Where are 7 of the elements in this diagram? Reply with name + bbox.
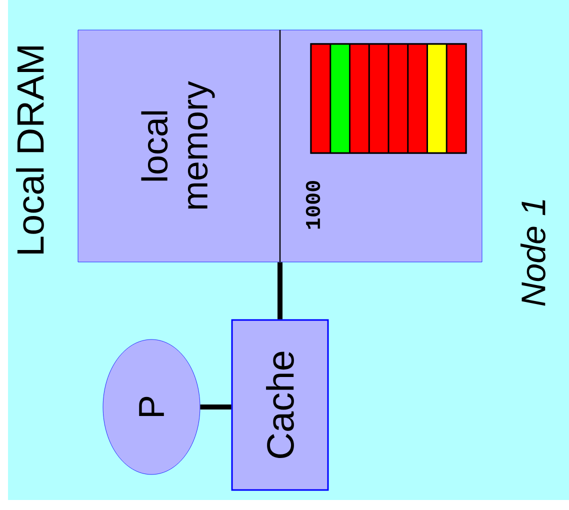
address-label: 1000: [306, 181, 320, 229]
memory-bar: [310, 43, 467, 154]
connector-line: [200, 404, 232, 410]
memory-label: Local DRAM: [16, 46, 44, 254]
node-label: Node 1: [520, 200, 546, 306]
connector-line: [278, 262, 282, 320]
cache-box: Cache: [231, 319, 329, 491]
